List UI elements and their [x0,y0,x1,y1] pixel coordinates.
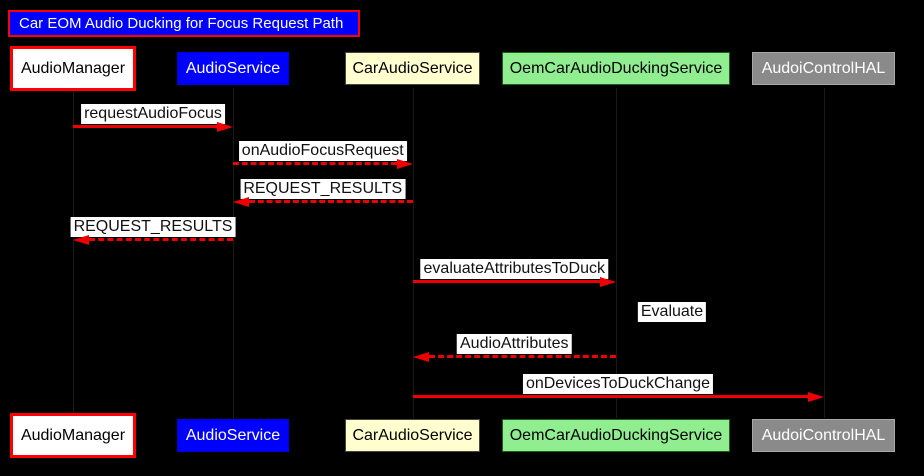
participant-box-top: CarAudioService [345,52,480,85]
lifeline [413,88,414,418]
participant-label: AudioManager [20,59,126,77]
message-label: onDevicesToDuckChange [522,374,714,394]
participant-box-top: AudioManager [10,46,136,91]
participant-label: CarAudioService [352,59,473,77]
participant-label: CarAudioService [352,426,473,444]
message-arrowhead [73,235,89,245]
message-label: REQUEST_RESULTS [70,217,236,237]
message-arrow-line [73,125,217,128]
participant-box-top: OemCarAudioDuckingService [502,52,730,85]
participant-label: AudoiControlHAL [761,426,886,444]
message-arrowhead [217,122,233,132]
message-label: REQUEST_RESULTS [240,179,406,199]
message-arrowhead [396,159,413,169]
message-label: onAudioFocusRequest [238,141,407,161]
diagram-title: Car EOM Audio Ducking for Focus Request … [8,10,360,37]
participant-box-bottom: OemCarAudioDuckingService [502,419,730,452]
lifeline [824,88,825,418]
message-label: Evaluate [637,302,707,322]
message-label: AudioAttributes [456,334,572,354]
message-arrow-line [412,280,600,283]
participant-label: OemCarAudioDuckingService [509,59,723,77]
message-arrowhead [233,197,249,207]
participant-label: AudoiControlHAL [761,59,886,77]
participant-box-top: AudoiControlHAL [752,52,895,85]
message-arrow-line [428,355,616,358]
message-label: evaluateAttributesToDuck [420,259,608,279]
message-arrow-line [233,162,397,165]
participant-label: AudioManager [20,426,126,444]
participant-box-bottom: AudioManager [10,413,136,458]
participant-box-bottom: CarAudioService [345,419,480,452]
message-arrow-line [89,238,233,241]
lifeline [616,88,617,418]
participant-label: OemCarAudioDuckingService [509,426,723,444]
participant-box-bottom: AudioService [177,419,289,452]
message-arrowhead [807,392,824,402]
message-arrow-line [249,200,413,203]
lifeline [73,88,74,418]
message-arrow-line [412,395,808,398]
message-label: requestAudioFocus [81,104,225,124]
participant-label: AudioService [185,59,281,77]
participant-label: AudioService [185,426,281,444]
participant-box-top: AudioService [177,52,289,85]
message-arrowhead [412,352,429,362]
participant-box-bottom: AudoiControlHAL [752,419,895,452]
message-arrowhead [600,277,616,287]
lifeline [233,88,234,418]
